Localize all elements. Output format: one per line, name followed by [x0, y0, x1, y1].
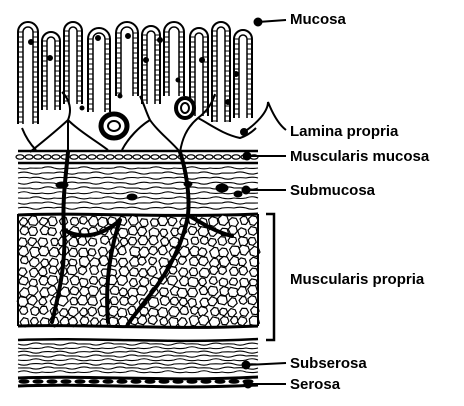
label-submucosa: Submucosa — [290, 182, 376, 199]
mucosa-layer — [17, 21, 253, 141]
lamina-propria-vessels — [21, 91, 257, 153]
crypt-ring — [180, 102, 190, 114]
label-muscularis-mucosa: Muscularis mucosa — [290, 148, 430, 165]
villus — [141, 25, 161, 104]
crypt-ring — [107, 120, 121, 132]
leader-lines — [240, 17, 287, 389]
villus — [63, 21, 83, 104]
muscularis-propria-layer — [16, 150, 261, 329]
label-subserosa: Subserosa — [290, 355, 367, 372]
muscularis-mucosa-layer — [15, 149, 259, 165]
label-serosa: Serosa — [290, 376, 341, 393]
villus — [115, 21, 139, 96]
villus — [87, 27, 111, 112]
subserosa-layer — [17, 337, 259, 374]
villus — [233, 29, 253, 118]
serosa-layer — [17, 375, 259, 389]
villus — [163, 21, 185, 96]
villus — [189, 27, 209, 116]
submucosa-layer — [17, 166, 259, 217]
label-lamina-propria: Lamina propria — [290, 123, 399, 140]
villi — [17, 21, 253, 124]
villus — [17, 21, 39, 124]
villus — [211, 21, 231, 122]
label-mucosa: Mucosa — [290, 11, 347, 28]
label-muscularis-propria: Muscularis propria — [290, 271, 425, 288]
villus — [41, 31, 61, 110]
